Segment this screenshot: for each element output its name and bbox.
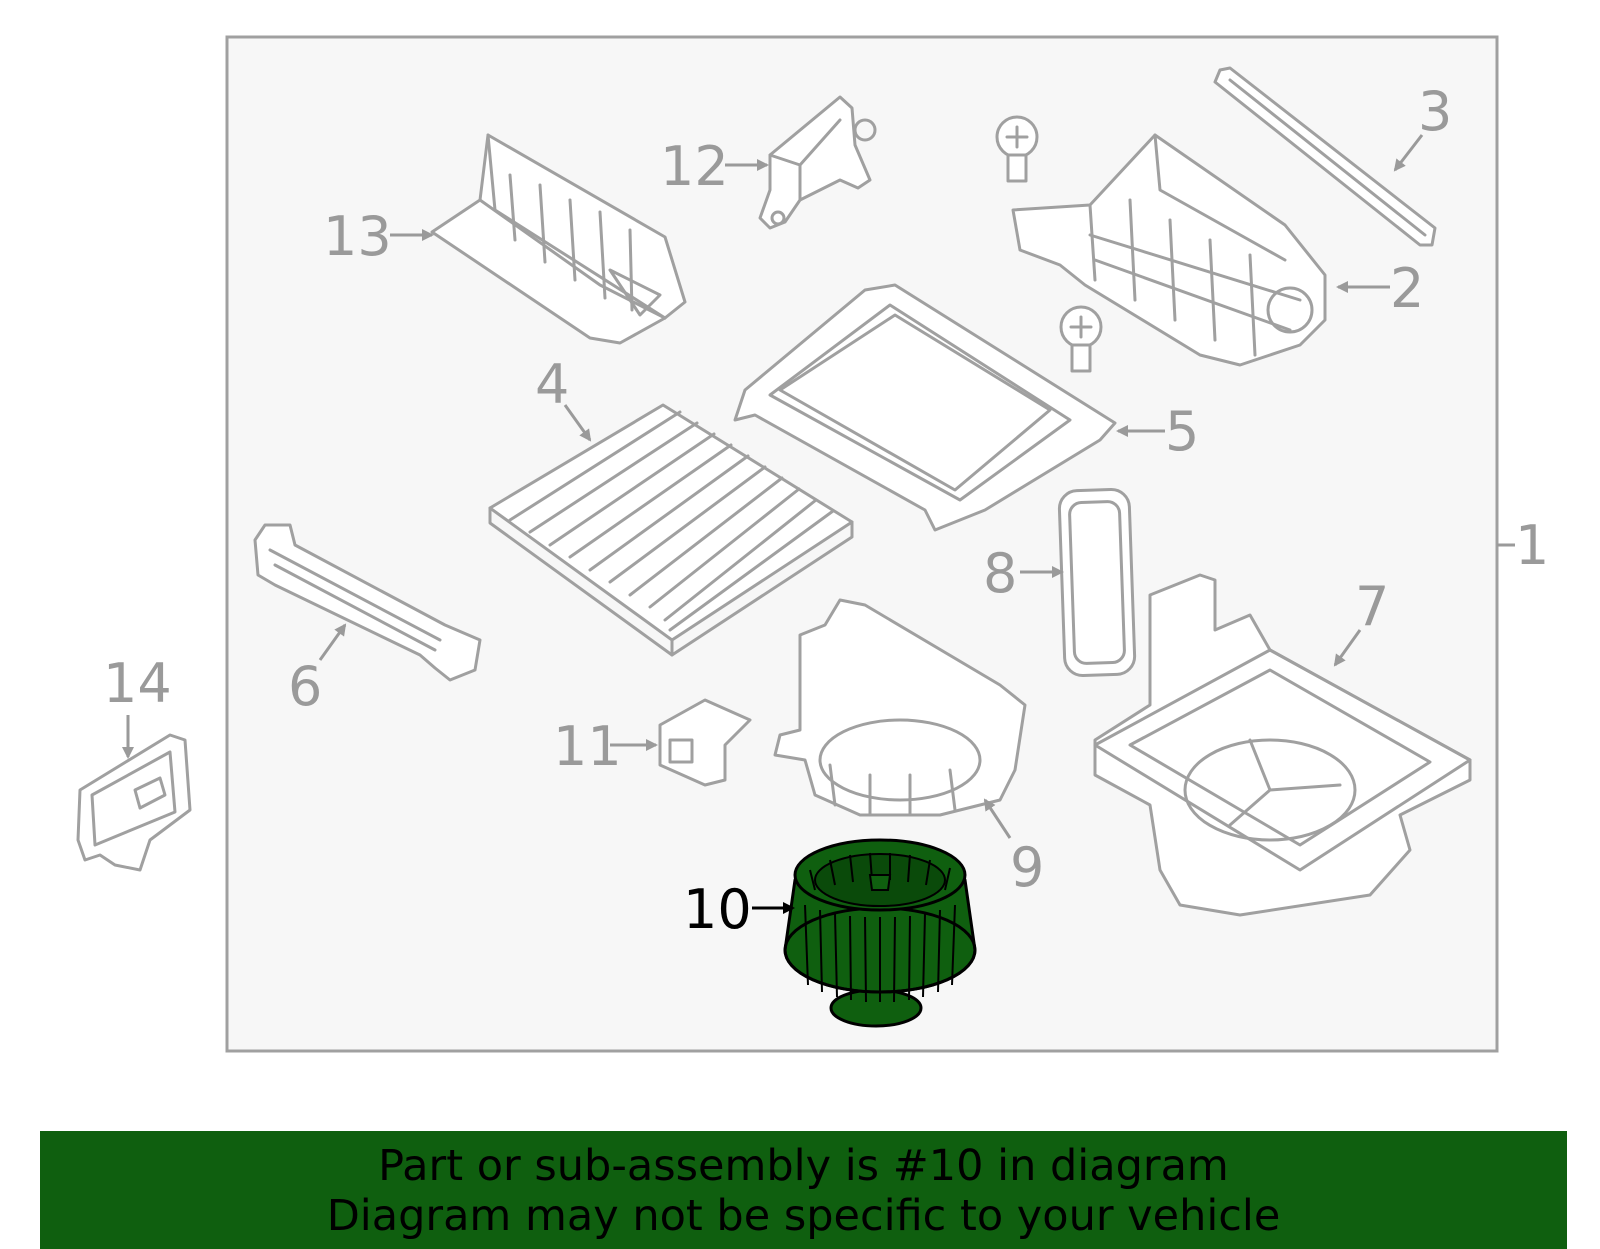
leader-6 <box>318 623 347 661</box>
part-3-seal[interactable] <box>1213 66 1437 247</box>
callout-12: 12 <box>660 135 729 198</box>
leader-4 <box>563 404 592 442</box>
callout-9: 9 <box>1010 836 1044 899</box>
filter-pleats <box>508 410 835 632</box>
screw-upper[interactable] <box>995 115 1039 183</box>
part-6-bracket[interactable] <box>253 523 482 682</box>
callout-8: 8 <box>983 542 1017 605</box>
part-12-actuator[interactable] <box>758 95 877 230</box>
part-14-control-module[interactable] <box>76 733 192 872</box>
callout-7: 7 <box>1355 575 1389 638</box>
banner-part-note: Part or sub-assembly is #10 in diagram <box>378 1141 1229 1191</box>
part-7-lower-case[interactable] <box>1093 573 1472 917</box>
callout-1: 1 <box>1515 514 1549 577</box>
callout-2: 2 <box>1390 257 1424 320</box>
part-2-upper-housing[interactable] <box>1011 133 1327 367</box>
leader-3 <box>1393 134 1424 172</box>
callout-6: 6 <box>288 655 322 718</box>
callout-5: 5 <box>1165 400 1199 463</box>
banner-disclaimer: Diagram may not be specific to your vehi… <box>326 1191 1281 1241</box>
part-8-gasket[interactable] <box>1057 487 1137 678</box>
part-5-case-cover[interactable] <box>733 283 1117 532</box>
info-banner: Part or sub-assembly is #10 in diagram D… <box>40 1131 1567 1249</box>
callout-11: 11 <box>553 715 622 778</box>
part-4-cabin-filter[interactable] <box>488 403 854 657</box>
blower-fins <box>804 852 956 1003</box>
part-11-resistor[interactable] <box>658 698 752 787</box>
part-13-intake-duct[interactable] <box>430 133 687 345</box>
leader-7 <box>1333 629 1362 667</box>
leader-9 <box>983 798 1012 839</box>
part-10-blower-motor[interactable] <box>783 838 977 1028</box>
screw-lower[interactable] <box>1059 305 1103 373</box>
callout-13: 13 <box>323 205 392 268</box>
callout-10: 10 <box>683 878 752 941</box>
callout-4: 4 <box>535 353 569 416</box>
callout-14: 14 <box>103 652 172 715</box>
part-9-blower-housing[interactable] <box>773 598 1027 817</box>
callout-3: 3 <box>1418 80 1452 143</box>
